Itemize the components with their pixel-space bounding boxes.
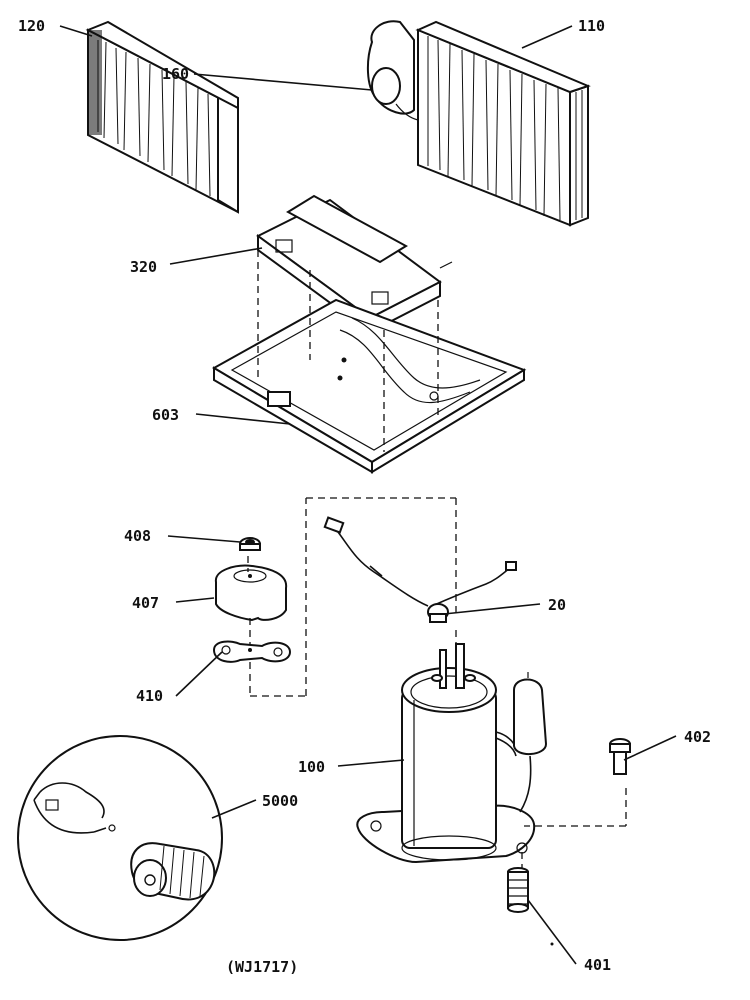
label-408: 408 bbox=[124, 527, 151, 545]
speck bbox=[550, 942, 554, 946]
label-401: 401 bbox=[584, 956, 611, 974]
overload-harness-20 bbox=[323, 516, 517, 623]
label-160: 160 bbox=[162, 65, 189, 83]
label-100: 100 bbox=[298, 758, 325, 776]
alignment-lines-screw bbox=[524, 788, 627, 827]
detail-circle-5000 bbox=[17, 735, 223, 941]
base-pan-603 bbox=[211, 298, 527, 474]
label-120: 120 bbox=[18, 17, 45, 35]
terminal-cover-407 bbox=[214, 564, 288, 622]
label-407: 407 bbox=[132, 594, 159, 612]
grommet-401 bbox=[507, 852, 529, 913]
label-402: 402 bbox=[684, 728, 711, 746]
label-20: 20 bbox=[548, 596, 566, 614]
label-410: 410 bbox=[136, 687, 163, 705]
nut-408 bbox=[239, 537, 261, 551]
filter-panel-110 bbox=[415, 20, 591, 227]
screw-402 bbox=[609, 738, 631, 775]
diagram-caption: (WJ1717) bbox=[226, 958, 298, 976]
filter-panel-120 bbox=[85, 20, 239, 214]
label-603: 603 bbox=[152, 406, 179, 424]
leader-lines bbox=[59, 25, 677, 965]
label-320: 320 bbox=[130, 258, 157, 276]
bracket-410 bbox=[212, 640, 292, 663]
label-110: 110 bbox=[578, 17, 605, 35]
compressor-100 bbox=[356, 643, 548, 864]
clip-160 bbox=[366, 20, 419, 121]
label-5000: 5000 bbox=[262, 792, 298, 810]
alignment-lines-trays bbox=[257, 250, 439, 452]
